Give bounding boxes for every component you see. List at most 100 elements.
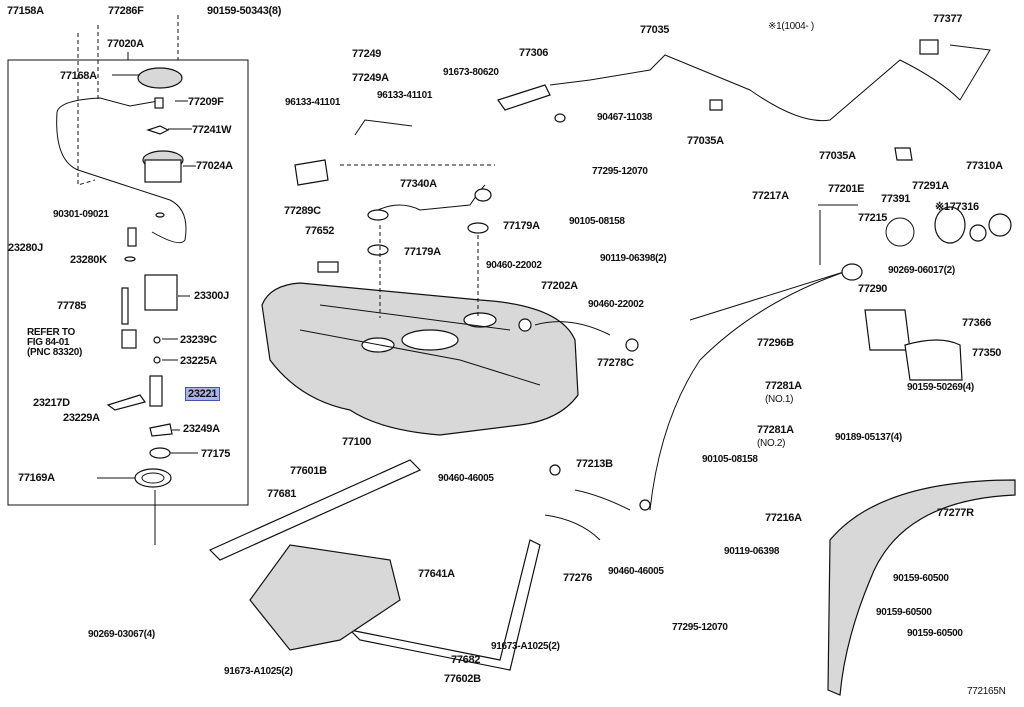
part-label[interactable]: 77024A xyxy=(196,160,233,172)
part-label[interactable]: 96133-41101 xyxy=(285,97,341,108)
fuel-tank-shape xyxy=(261,282,579,436)
tank-band-left xyxy=(208,459,422,561)
part-label[interactable]: 77035A xyxy=(687,135,724,147)
filler-pipe xyxy=(649,269,851,511)
part-label[interactable]: 77168A xyxy=(60,70,97,82)
note-label: ※1(1004- ) xyxy=(768,21,814,32)
part-label[interactable]: 90159-60500 xyxy=(893,573,949,584)
part-label[interactable]: 77249A xyxy=(352,72,389,84)
part-label[interactable]: 96133-41101 xyxy=(377,90,433,101)
reference-line: (PNC 83320) xyxy=(27,347,83,358)
part-label[interactable]: 77241W xyxy=(192,124,232,136)
part-label[interactable]: 91673-80620 xyxy=(443,67,499,78)
part-label[interactable]: 77295-12070 xyxy=(592,166,648,177)
release-cable xyxy=(549,44,991,122)
part-label[interactable]: 77281A xyxy=(757,424,794,436)
part-label[interactable]: 90159-60500 xyxy=(876,607,932,618)
part-label[interactable]: 23225A xyxy=(180,355,217,367)
part-label[interactable]: 90460-46005 xyxy=(438,473,494,484)
part-label[interactable]: 90460-22002 xyxy=(588,299,644,310)
part-label[interactable]: 77249 xyxy=(352,48,382,60)
mud-guard-shape xyxy=(827,479,1016,696)
part-label[interactable]: 77020A xyxy=(107,38,144,50)
part-label[interactable]: 91673-A1025(2) xyxy=(224,666,293,677)
part-label[interactable]: 23280K xyxy=(70,254,107,266)
reference-note: REFER TO FIG 84-01 (PNC 83320) xyxy=(27,328,82,358)
part-label[interactable]: 77295-12070 xyxy=(672,622,728,633)
part-label[interactable]: 77281A xyxy=(765,380,802,392)
part-label[interactable]: 77350 xyxy=(972,347,1002,359)
part-label[interactable]: 77296B xyxy=(757,337,794,349)
part-label[interactable]: 90159-60500 xyxy=(907,628,963,639)
part-label[interactable]: 23229A xyxy=(63,412,100,424)
part-label[interactable]: 77785 xyxy=(57,300,87,312)
part-label[interactable]: 77276 xyxy=(563,572,593,584)
reference-line: REFER TO xyxy=(27,327,75,338)
part-label[interactable]: 23300J xyxy=(194,290,229,302)
part-label[interactable]: 77169A xyxy=(18,472,55,484)
part-label[interactable]: 91673-A1025(2) xyxy=(491,641,560,652)
part-label[interactable]: 90189-05137(4) xyxy=(835,432,902,443)
part-label[interactable]: 77201E xyxy=(828,183,865,195)
part-label[interactable]: 77340A xyxy=(400,178,437,190)
part-label[interactable]: 77377 xyxy=(933,13,963,25)
part-label[interactable]: 77391 xyxy=(881,193,911,205)
part-label[interactable]: 77215 xyxy=(858,212,888,224)
part-label[interactable]: 23249A xyxy=(183,423,220,435)
part-label[interactable]: 77641A xyxy=(418,568,455,580)
part-label[interactable]: 77175 xyxy=(201,448,231,460)
part-label[interactable]: 90301-09021 xyxy=(53,209,109,220)
part-label[interactable]: 77179A xyxy=(404,246,441,258)
part-label[interactable]: 77277R xyxy=(937,507,974,519)
part-label[interactable]: 90269-06017(2) xyxy=(888,265,955,276)
part-label[interactable]: 23280J xyxy=(8,242,43,254)
part-label[interactable]: 90105-08158 xyxy=(569,216,625,227)
part-label[interactable]: 90119-06398(2) xyxy=(600,253,667,264)
part-label[interactable]: 77681 xyxy=(267,488,297,500)
part-label[interactable]: 77179A xyxy=(503,220,540,232)
part-label[interactable]: 77217A xyxy=(752,190,789,202)
diagram-code: 772165N xyxy=(967,686,1006,697)
part-label[interactable]: 77278C xyxy=(597,357,634,369)
reference-line: FIG 84-01 xyxy=(27,337,70,348)
part-label[interactable]: 90119-06398 xyxy=(724,546,780,557)
part-label[interactable]: 90159-50343(8) xyxy=(207,5,282,17)
fuel-pump-shape xyxy=(144,274,178,311)
part-label[interactable]: 90269-03067(4) xyxy=(88,629,155,640)
part-label[interactable]: 77652 xyxy=(305,225,335,237)
part-label[interactable]: 77100 xyxy=(342,436,372,448)
part-label[interactable]: 90460-22002 xyxy=(486,260,542,271)
part-label[interactable]: 23217D xyxy=(33,397,70,409)
part-label[interactable]: 77035A xyxy=(819,150,856,162)
part-label[interactable]: 77202A xyxy=(541,280,578,292)
part-label[interactable]: 77286F xyxy=(108,5,144,17)
part-label[interactable]: 77289C xyxy=(284,205,321,217)
part-label-highlighted[interactable]: 23221 xyxy=(185,387,221,401)
part-label[interactable]: 77366 xyxy=(962,317,992,329)
part-label[interactable]: 23239C xyxy=(180,334,217,346)
part-label[interactable]: 90159-50269(4) xyxy=(907,382,974,393)
lock-ring-shape xyxy=(137,67,183,89)
part-label[interactable]: 90105-08158 xyxy=(702,454,758,465)
part-label[interactable]: 77601B xyxy=(290,465,327,477)
tank-band-right xyxy=(348,539,541,671)
part-label[interactable]: 77310A xyxy=(966,160,1003,172)
part-label[interactable]: 77682 xyxy=(451,654,481,666)
part-note: (NO.1) xyxy=(765,394,794,405)
part-label[interactable]: 77290 xyxy=(858,283,888,295)
part-label[interactable]: ※177316 xyxy=(935,201,979,213)
part-label[interactable]: 77291A xyxy=(912,180,949,192)
tank-protector xyxy=(249,544,401,651)
part-label[interactable]: 90467-11038 xyxy=(597,112,653,123)
fuel-tube xyxy=(56,97,187,244)
part-label[interactable]: 77216A xyxy=(765,512,802,524)
part-label[interactable]: 77213B xyxy=(576,458,613,470)
part-label[interactable]: 77306 xyxy=(519,47,549,59)
part-label[interactable]: 77035 xyxy=(640,24,670,36)
part-label[interactable]: 90460-46005 xyxy=(608,566,664,577)
part-label[interactable]: 77209F xyxy=(188,96,224,108)
part-label[interactable]: 77602B xyxy=(444,673,481,685)
part-label[interactable]: 77158A xyxy=(7,5,44,17)
